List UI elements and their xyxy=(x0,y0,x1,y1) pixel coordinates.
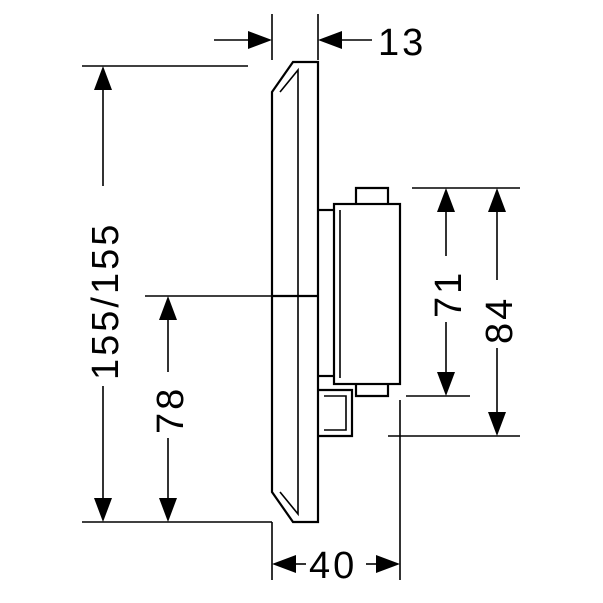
dim-top-offset: 13 xyxy=(214,14,426,64)
dim-label-overall-height: 155/155 xyxy=(85,222,127,380)
dim-label-body-height: 71 xyxy=(428,270,470,318)
dim-label-center-height: 78 xyxy=(150,386,192,434)
dim-center-height: 78 xyxy=(145,295,272,522)
dim-overall-height: 155/155 xyxy=(82,65,272,523)
dim-depth: 40 xyxy=(271,400,401,587)
dim-label-top-offset: 13 xyxy=(378,22,426,64)
dim-label-body-height-total: 84 xyxy=(479,296,521,344)
product-outline xyxy=(270,60,402,524)
dim-body-height: 71 xyxy=(406,187,520,397)
dim-label-depth: 40 xyxy=(309,545,357,587)
dim-body-height-total: 84 xyxy=(388,188,521,437)
